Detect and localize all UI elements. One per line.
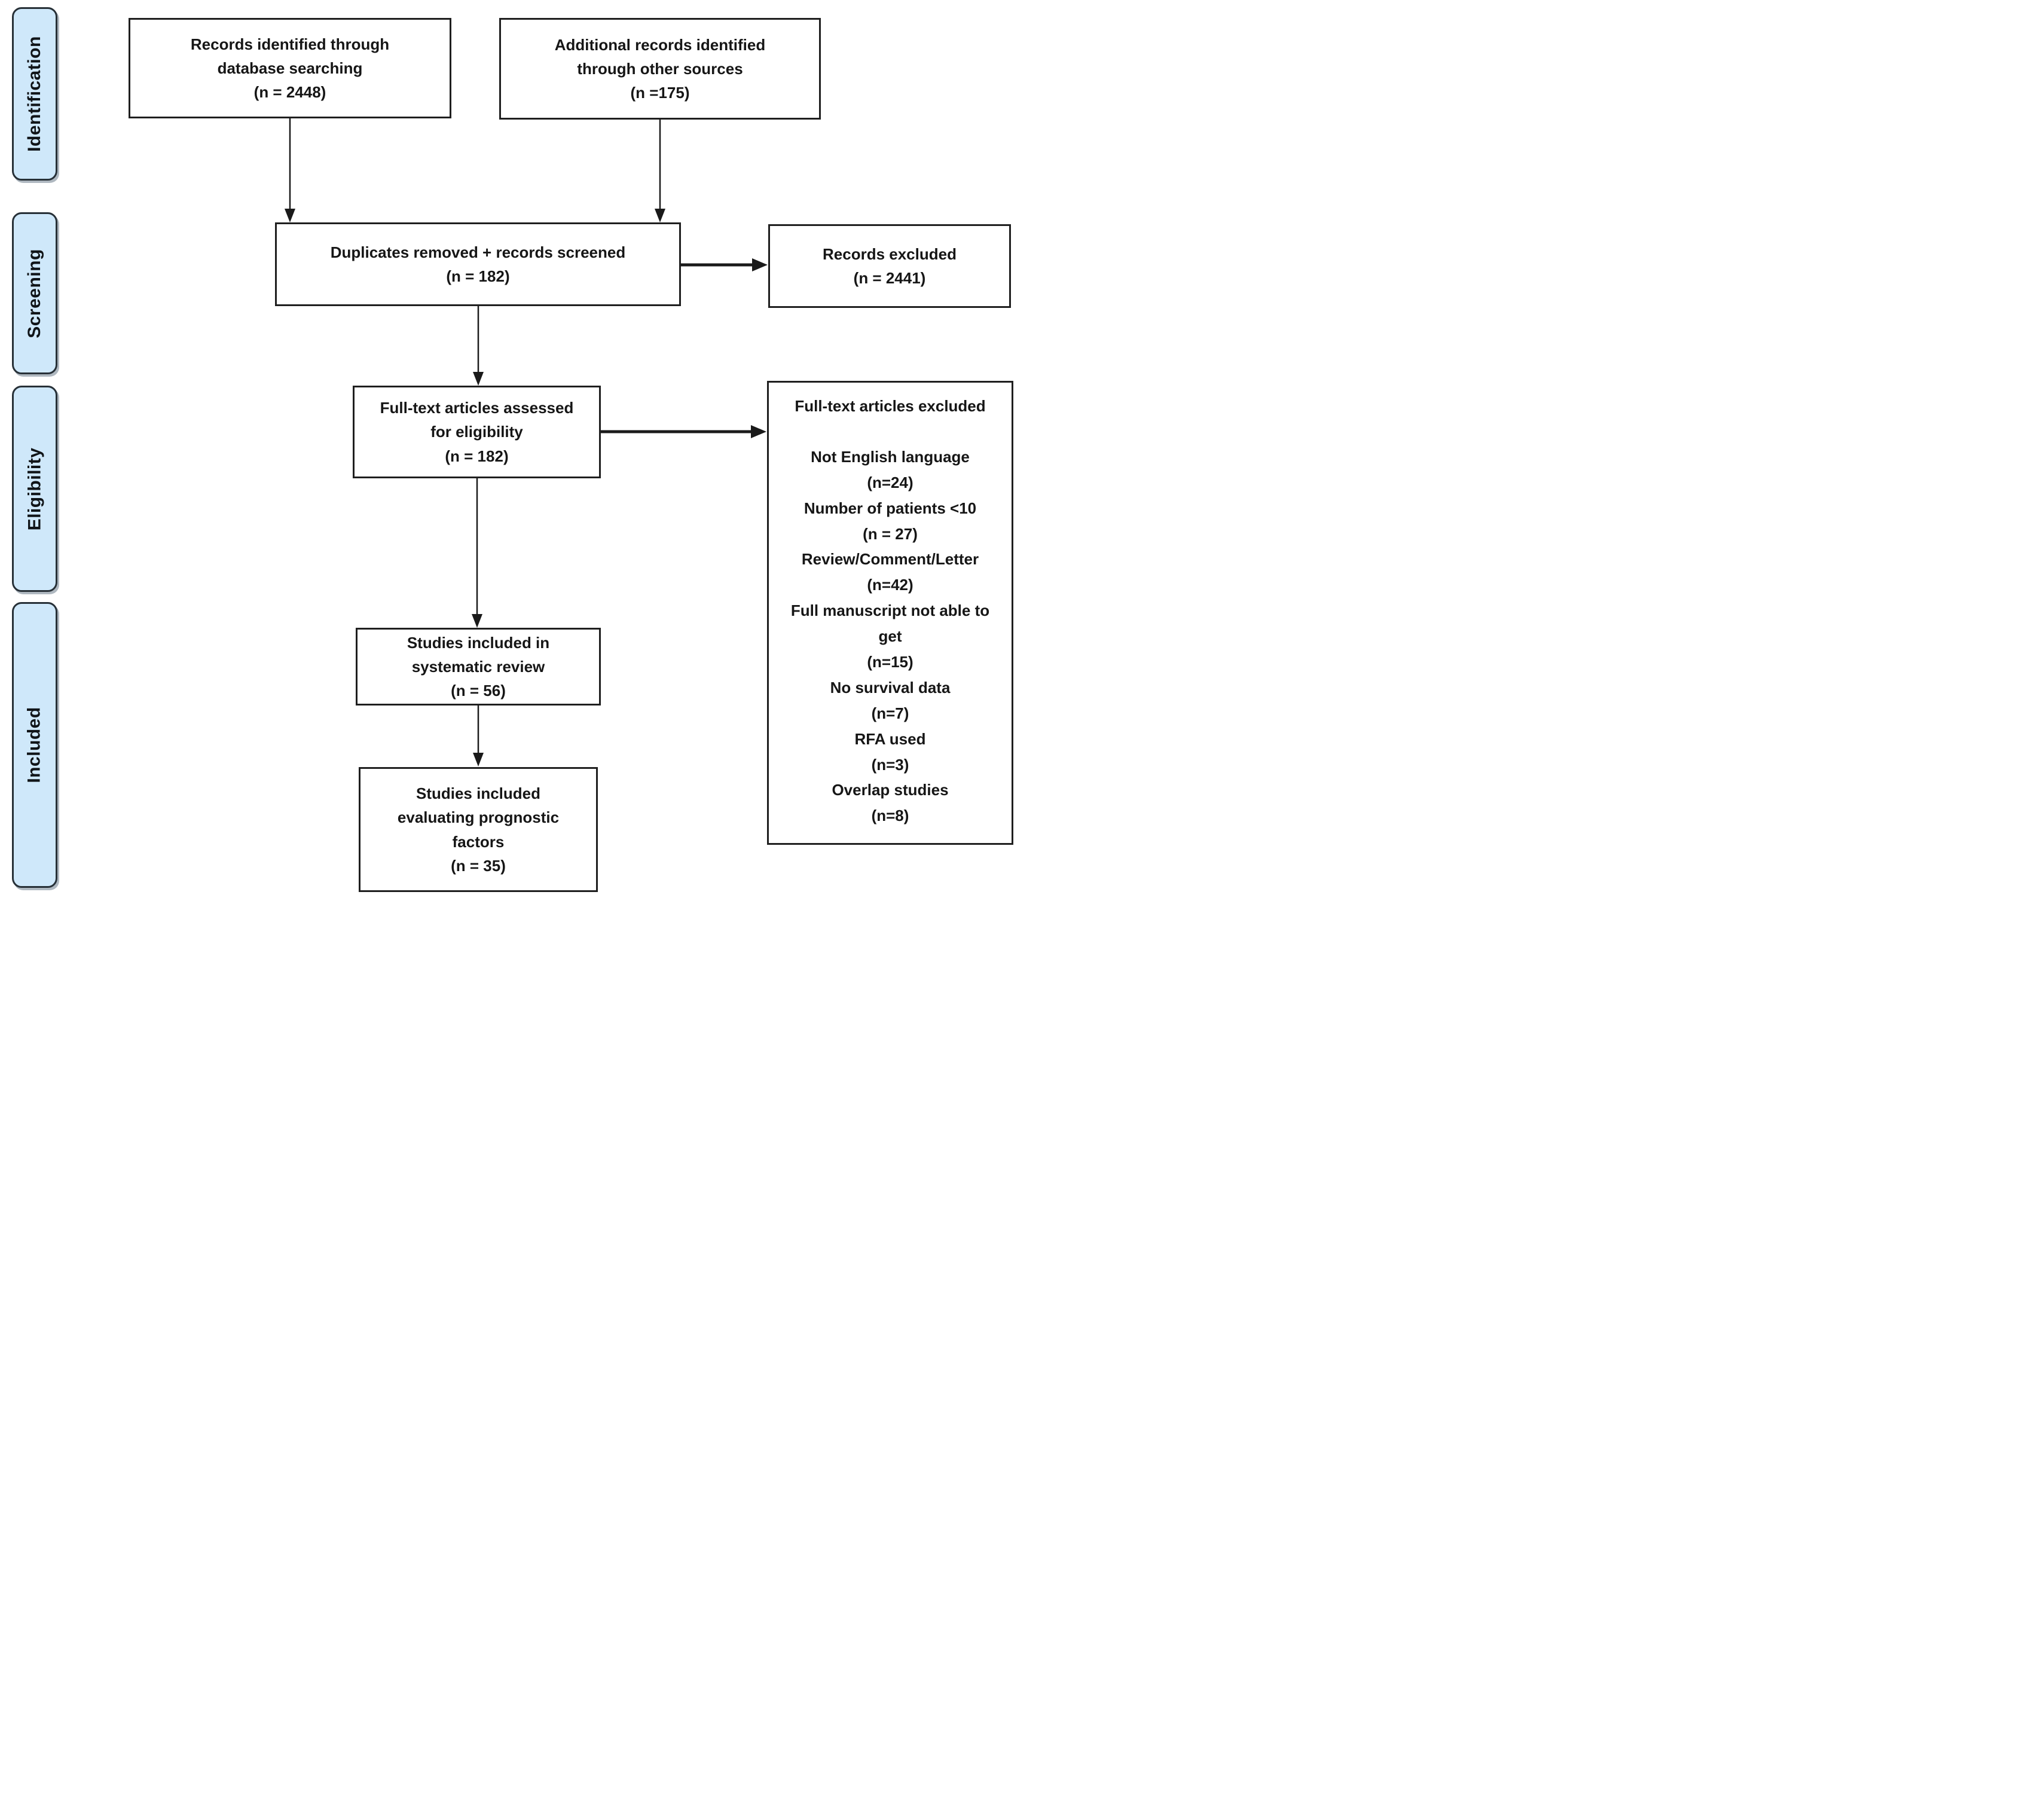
box-fulltext-assessed: Full-text articles assessed for eligibil… <box>353 386 601 478</box>
arrowhead-fulltext-excluded <box>751 425 766 438</box>
arrowhead-additional-records <box>655 209 665 222</box>
reason-label: Not English language <box>811 447 970 466</box>
box-duplicates-screened: Duplicates removed + records screened (n… <box>275 222 681 306</box>
stage-screening-label: Screening <box>25 248 44 338</box>
box-records-identified: Records identified through database sear… <box>129 18 451 118</box>
reason-label: Number of patients <10 <box>803 499 977 517</box>
stage-identification-label: Identification <box>25 36 45 152</box>
box-included-prognostic-text: Studies included evaluating prognostic f… <box>397 784 560 851</box>
reason-count: (n=42) <box>867 576 913 594</box>
box-fulltext-excluded: Full-text articles excluded Not English … <box>767 381 1013 845</box>
arrowhead-records-excluded <box>752 258 768 271</box>
reason-count: (n = 27) <box>863 524 918 543</box>
box-additional-records-count: (n =175) <box>630 84 690 102</box>
box-duplicates-screened-text: Duplicates removed + records screened <box>330 243 626 261</box>
arrowhead-systematic <box>473 753 484 766</box>
box-included-systematic: Studies included in systematic review (n… <box>356 628 601 705</box>
arrowhead-screened <box>473 372 484 386</box>
reason-label: RFA used <box>854 729 926 748</box>
box-included-systematic-count: (n = 56) <box>451 682 506 700</box>
stage-screening: Screening <box>12 212 57 374</box>
box-records-excluded-count: (n = 2441) <box>853 269 926 287</box>
stage-included-label: Included <box>25 707 44 783</box>
stage-identification: Identification <box>12 7 57 181</box>
box-records-excluded-text: Records excluded <box>823 245 957 263</box>
reason-label: No survival data <box>830 678 951 697</box>
exclusion-reason: Full manuscript not able to get (n=15) <box>777 598 1003 675</box>
box-duplicates-screened-count: (n = 182) <box>446 267 510 285</box>
box-records-identified-text: Records identified through database sear… <box>190 35 390 77</box>
reason-count: (n=8) <box>871 807 909 825</box>
reason-label: Overlap studies <box>832 781 949 799</box>
exclusion-reason: Not English language (n=24) <box>811 444 970 496</box>
box-fulltext-excluded-title: Full-text articles excluded <box>795 397 986 415</box>
reason-count: (n=3) <box>871 755 909 774</box>
stage-included: Included <box>12 602 57 888</box>
reason-count: (n=7) <box>871 704 909 722</box>
reason-label: Full manuscript not able to get <box>790 601 990 646</box>
box-included-prognostic: Studies included evaluating prognostic f… <box>359 767 598 892</box>
exclusion-reason: No survival data (n=7) <box>830 675 951 726</box>
exclusion-reason: RFA used (n=3) <box>855 726 926 778</box>
reason-count: (n=24) <box>867 473 913 491</box>
stage-eligibility: Eligibility <box>12 386 57 592</box>
box-additional-records-text: Additional records identified through ot… <box>554 35 766 78</box>
box-included-prognostic-count: (n = 35) <box>451 856 506 875</box>
prisma-flow-diagram: Identification Screening Eligibility Inc… <box>0 0 1022 903</box>
exclusion-reason: Number of patients <10 (n = 27) <box>804 496 976 547</box>
arrowhead-records-identified <box>285 209 295 222</box>
box-records-excluded: Records excluded (n = 2441) <box>768 224 1011 308</box>
box-fulltext-assessed-count: (n = 182) <box>445 447 509 465</box>
box-fulltext-assessed-text: Full-text articles assessed for eligibil… <box>380 399 574 441</box>
arrowhead-assessed <box>472 614 482 628</box>
box-records-identified-count: (n = 2448) <box>253 83 326 102</box>
box-additional-records: Additional records identified through ot… <box>499 18 821 120</box>
exclusion-reason: Review/Comment/Letter (n=42) <box>802 546 979 598</box>
exclusion-reason: Overlap studies (n=8) <box>832 777 948 829</box>
stage-eligibility-label: Eligibility <box>25 447 45 530</box>
reason-label: Review/Comment/Letter <box>801 550 979 569</box>
box-included-systematic-text: Studies included in systematic review <box>407 633 550 676</box>
reason-count: (n=15) <box>867 653 913 671</box>
